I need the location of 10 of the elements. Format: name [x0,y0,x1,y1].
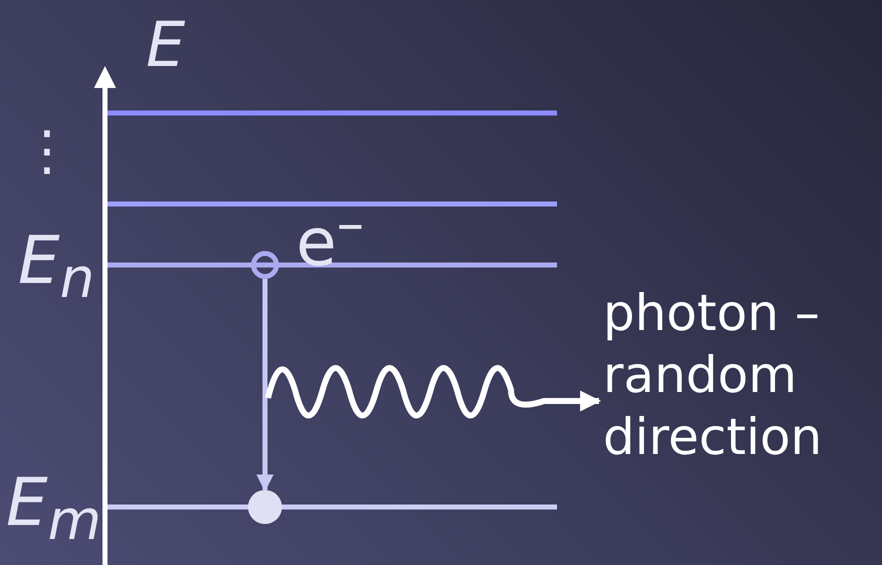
photon-label: photon – random direction [603,282,878,468]
level-label: E$_{m}$ [6,470,102,548]
transition-arrow [256,279,274,492]
electron-open-circle [251,251,279,279]
photon-wave-arrow [265,366,602,418]
electron-filled-circle [248,490,282,524]
energy-axis-label: E [146,14,186,76]
ellipsis-mark: ⋮ [20,124,74,178]
level-label: E$_{n}$ [18,228,95,306]
electron-label: e$^{–}$ [296,196,364,276]
